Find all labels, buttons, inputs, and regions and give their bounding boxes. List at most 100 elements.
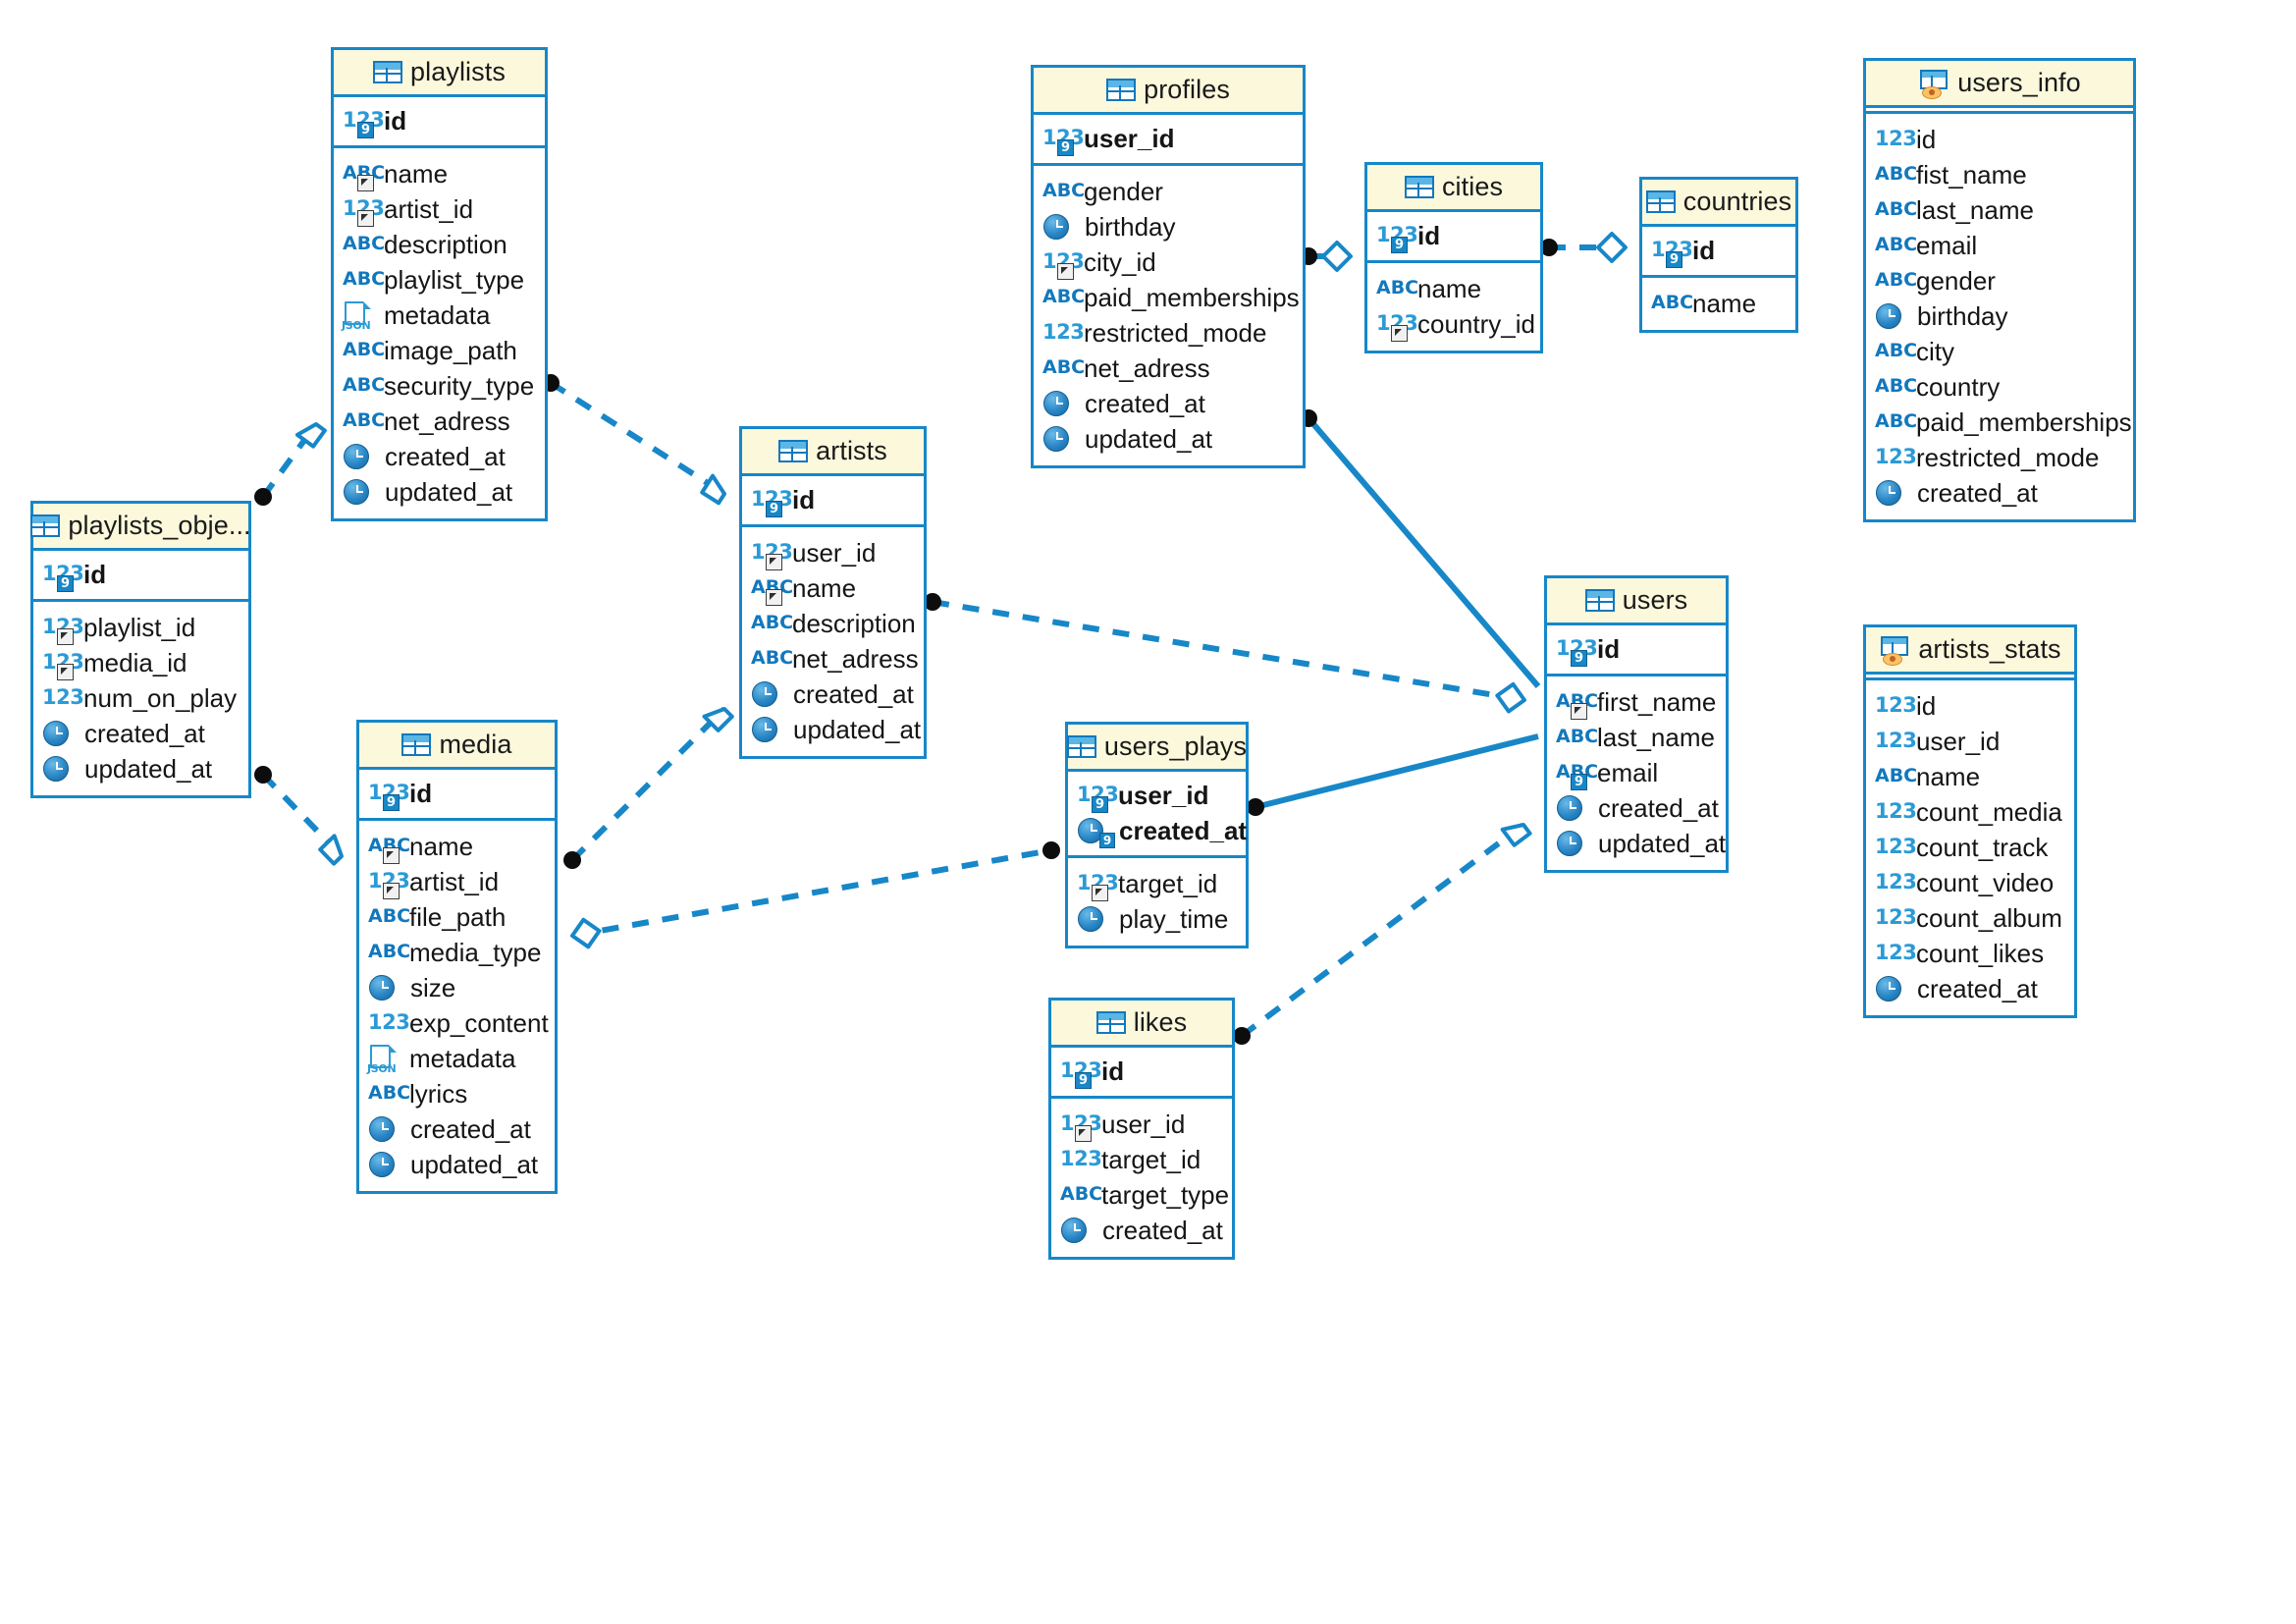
rel-playlistsobjects-playlists[interactable] (260, 422, 319, 499)
rel-playlistsobjects-media[interactable] (260, 772, 345, 859)
entity-column[interactable]: updated_at (359, 1147, 555, 1182)
entity-column[interactable]: updated_at (334, 474, 545, 510)
entity-column[interactable]: created_at (1547, 790, 1726, 826)
rel-likes-users[interactable] (1240, 822, 1525, 1039)
rel-media-artists[interactable] (569, 706, 727, 863)
rel-playlists-artists[interactable] (549, 380, 726, 497)
rel-artists-users[interactable] (932, 599, 1525, 703)
entity-column[interactable]: birthday (1866, 298, 2133, 334)
entity-column[interactable]: play_time (1068, 901, 1246, 937)
entity-column[interactable]: created_at (334, 439, 545, 474)
entity-column[interactable]: updated_at (742, 712, 924, 747)
entity-column[interactable]: size (359, 970, 555, 1005)
entity-column[interactable]: created_at (359, 1111, 555, 1147)
rel-media-usersplays[interactable] (571, 847, 1052, 939)
entity-column[interactable]: created_at (1034, 386, 1303, 421)
entity-column[interactable]: created_at (1051, 1213, 1232, 1248)
entity-column[interactable]: created_at (1866, 475, 2133, 511)
entity-column[interactable]: created_at (1866, 971, 2074, 1006)
entity-column[interactable]: updated_at (1547, 826, 1726, 861)
rel-profiles-users[interactable] (1306, 416, 1541, 688)
entity-column[interactable]: birthday (1034, 209, 1303, 244)
entity-column[interactable]: created_at (742, 677, 924, 712)
entity-column[interactable]: updated_at (33, 751, 248, 786)
entity-column[interactable]: created_at (33, 716, 248, 751)
rel-usersplays-users[interactable] (1255, 733, 1539, 810)
entity-column[interactable]: updated_at (1034, 421, 1303, 457)
